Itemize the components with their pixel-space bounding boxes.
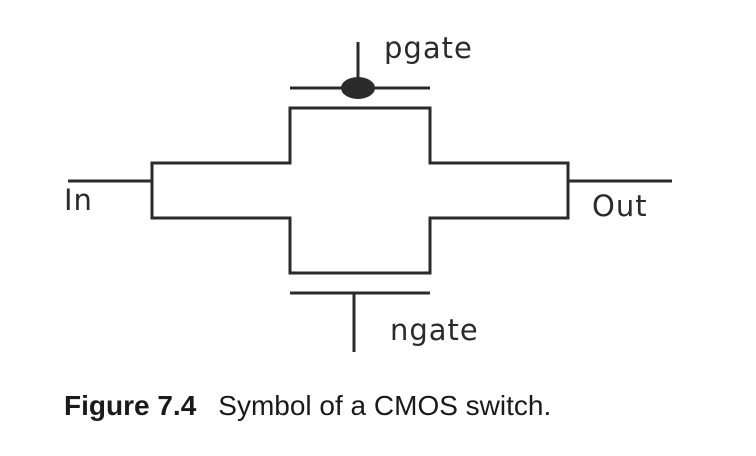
figure-caption: Figure 7.4 Symbol of a CMOS switch. [64,390,551,422]
switch-body [150,106,570,275]
figure-number: Figure 7.4 [64,390,197,421]
out-label: Out [592,189,648,223]
figure-caption-text: Symbol of a CMOS switch. [218,390,552,421]
pgate-label: pgate [384,31,473,65]
in-label: In [64,183,93,217]
ngate-label: ngate [390,313,479,347]
